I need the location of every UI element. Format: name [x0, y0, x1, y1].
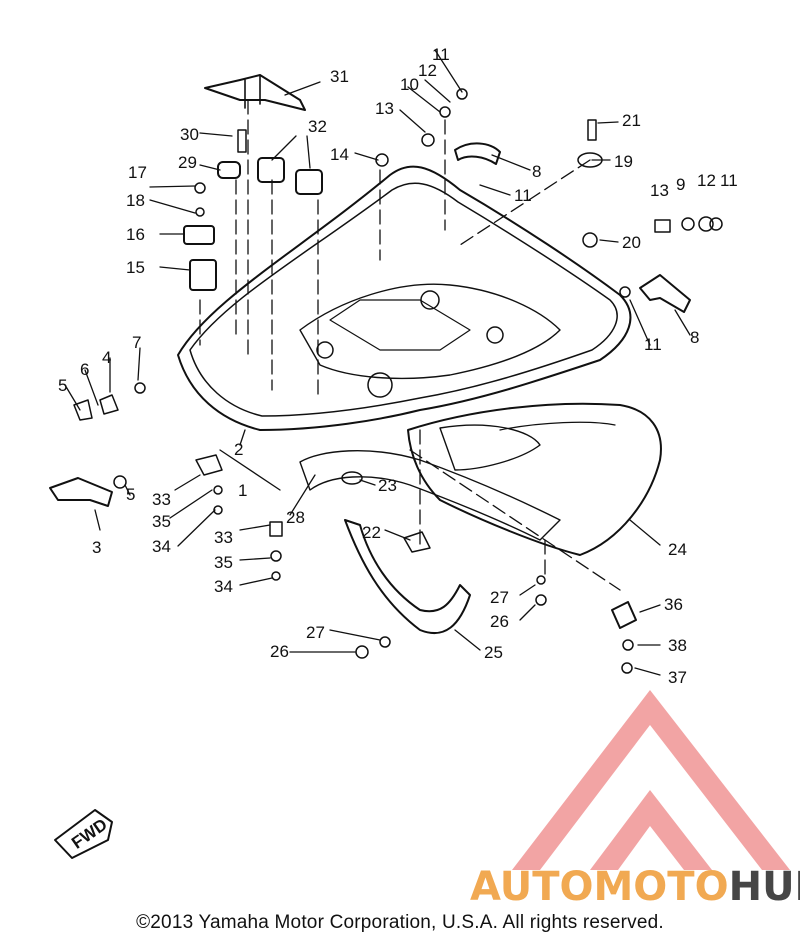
callout-label: 34 [214, 577, 233, 596]
hardware [73, 88, 723, 674]
callout-label: 24 [668, 540, 687, 559]
callout-label: 8 [532, 162, 541, 181]
callout-label: 19 [614, 152, 633, 171]
leader-lines [64, 49, 691, 676]
callout-label: 15 [126, 258, 145, 277]
watermark-logo-mark [512, 690, 790, 870]
callout-label: 20 [622, 233, 641, 252]
callout-label: 5 [126, 485, 135, 504]
callout-label: 17 [128, 163, 147, 182]
lever-8-right [639, 274, 691, 313]
watermark-text-2: HUB [729, 864, 800, 910]
callout-label: 11 [432, 45, 450, 64]
callout-label: 7 [132, 333, 141, 352]
callout-label: 12 [418, 61, 437, 80]
callout-label: 14 [330, 145, 349, 164]
callout-label: 9 [676, 175, 685, 194]
copyright-notice: ©2013 Yamaha Motor Corporation, U.S.A. A… [136, 912, 664, 933]
callout-label: 33 [152, 490, 171, 509]
clip-32b [295, 169, 323, 195]
clip-32a [257, 157, 285, 183]
cowling-inner-floor [299, 283, 561, 380]
clip-36 [611, 601, 637, 629]
callout-label: 27 [306, 623, 325, 642]
callout-label: 25 [484, 643, 503, 662]
svg-text:AUTOMOTOHUB: AUTOMOTOHUB [470, 864, 800, 910]
lever-8-top [454, 142, 501, 165]
bracket-15 [189, 259, 217, 291]
callout-label: 23 [378, 476, 397, 495]
callout-label: 31 [330, 67, 349, 86]
apron-24 [407, 402, 662, 556]
fwd-arrow [54, 809, 113, 859]
callout-label: 22 [362, 523, 381, 542]
bottom-cowling-rim [189, 182, 618, 417]
apron-25 [344, 519, 471, 635]
cowling-inner-ribs [329, 299, 471, 351]
callout-label: 6 [80, 360, 89, 379]
bottom-cowling-outline [177, 165, 632, 431]
callout-label: 11 [514, 186, 532, 205]
callout-label: 4 [102, 348, 111, 367]
callout-label: 5 [58, 376, 67, 395]
callout-label: 18 [126, 191, 145, 210]
callout-label: 32 [308, 117, 327, 136]
assembly-lines [199, 99, 621, 591]
callout-label: 11 [644, 335, 662, 354]
callout-label: 10 [400, 75, 419, 94]
callout-label: 35 [214, 553, 233, 572]
callout-label: 2 [234, 440, 243, 459]
callout-label: 8 [690, 328, 699, 347]
callout-label: 13 [375, 99, 394, 118]
fwd-label: FWD [68, 815, 111, 853]
diagram-lines [49, 49, 723, 859]
callout-label: 21 [622, 111, 641, 130]
callout-label: 29 [178, 153, 197, 172]
lever-31 [204, 74, 306, 111]
callout-label: 34 [152, 537, 171, 556]
cowling-center-hub [367, 372, 393, 398]
watermark-logo: AUTOMOTOHUB [470, 690, 800, 910]
callout-label: 37 [668, 668, 687, 687]
seal-28 [299, 450, 561, 541]
callout-label: 3 [92, 538, 101, 557]
callout-label: 16 [126, 225, 145, 244]
callout-label: 11 [720, 171, 738, 190]
pad-29 [217, 161, 241, 179]
callout-label: 13 [650, 181, 669, 200]
handle-3 [49, 477, 113, 507]
fwd-text: FWD [68, 815, 111, 853]
callout-label: 36 [664, 595, 683, 614]
callout-label: 28 [286, 508, 305, 527]
callout-label: 35 [152, 512, 171, 531]
callout-label: 27 [490, 588, 509, 607]
watermark-text-1: AUTOMOTO [470, 864, 729, 910]
callout-label: 38 [668, 636, 687, 655]
callout-label: 1 [238, 481, 247, 500]
callout-label: 12 [697, 171, 716, 190]
callout-label: 26 [490, 612, 509, 631]
callout-label: 30 [180, 125, 199, 144]
callout-label: 26 [270, 642, 289, 661]
bracket-16 [183, 225, 215, 245]
callout-label: 33 [214, 528, 233, 547]
